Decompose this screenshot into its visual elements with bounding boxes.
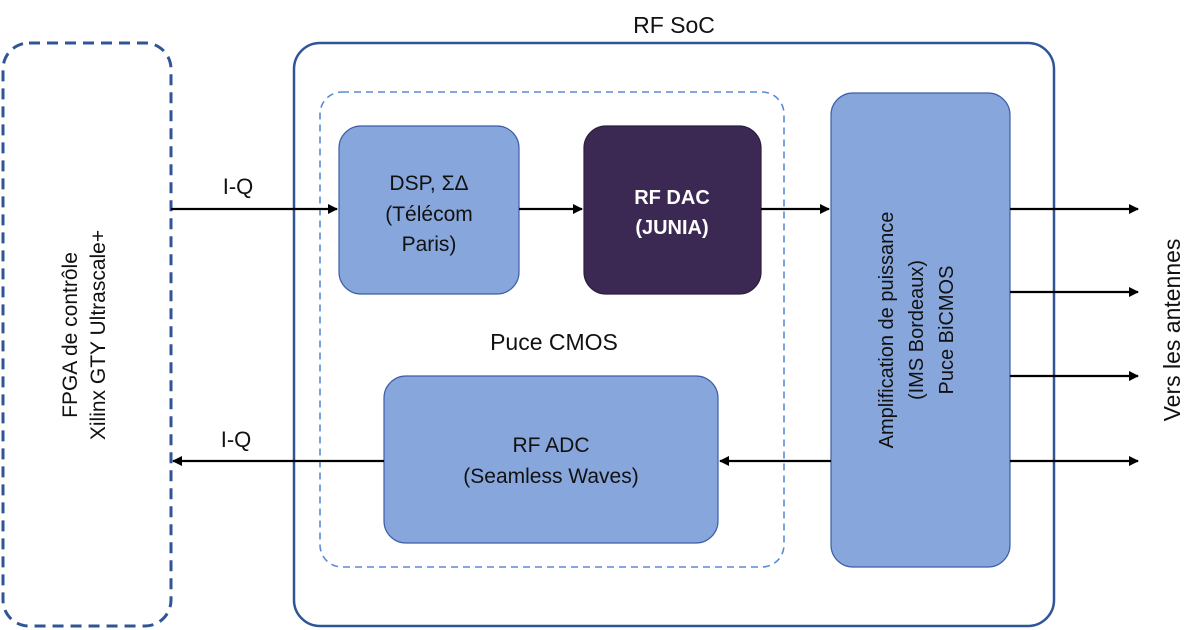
iq-in-label: I-Q: [223, 174, 254, 199]
fpga-block: FPGA de contrôle Xilinx GTY Ultrascale+: [1, 41, 173, 628]
fpga-box: [1, 41, 173, 628]
dac-block: RF DAC (JUNIA): [583, 125, 762, 295]
antennas-label: Vers les antennes: [1159, 239, 1185, 422]
adc-label-line2: (Seamless Waves): [463, 465, 638, 488]
dsp-label-line1: DSP, ΣΔ: [389, 172, 468, 195]
dsp-block: DSP, ΣΔ (Télécom Paris): [338, 125, 520, 295]
cmos-box: [319, 91, 785, 568]
pa-label-line2: (IMS Bordeaux): [906, 260, 928, 400]
connections: I-Q I-Q: [171, 174, 1139, 466]
cmos-region: Puce CMOS: [319, 91, 785, 568]
adc-box: [383, 375, 719, 544]
dsp-label-line2: (Télécom: [385, 203, 473, 226]
pa-label-line3: Puce BiCMOS: [936, 266, 958, 395]
adc-block: RF ADC (Seamless Waves): [383, 375, 719, 544]
dac-box: [583, 125, 762, 295]
dsp-label-line3: Paris): [402, 233, 457, 256]
rf-soc-block: RF SoC: [292, 12, 1056, 628]
cmos-label: Puce CMOS: [490, 329, 618, 355]
pa-block: Amplification de puissance (IMS Bordeaux…: [830, 92, 1011, 568]
rf-soc-title: RF SoC: [633, 12, 715, 38]
iq-out-label: I-Q: [221, 427, 252, 452]
dac-label-line1: RF DAC: [634, 187, 710, 209]
dac-label-line2: (JUNIA): [635, 217, 708, 239]
rf-soc-box: [292, 41, 1056, 628]
fpga-label-line2: Xilinx GTY Ultrascale+: [87, 230, 110, 440]
pa-label-line1: Amplification de puissance: [876, 212, 898, 449]
adc-label-line1: RF ADC: [512, 434, 589, 457]
pa-box: [830, 92, 1011, 568]
fpga-label-line1: FPGA de contrôle: [59, 252, 82, 418]
